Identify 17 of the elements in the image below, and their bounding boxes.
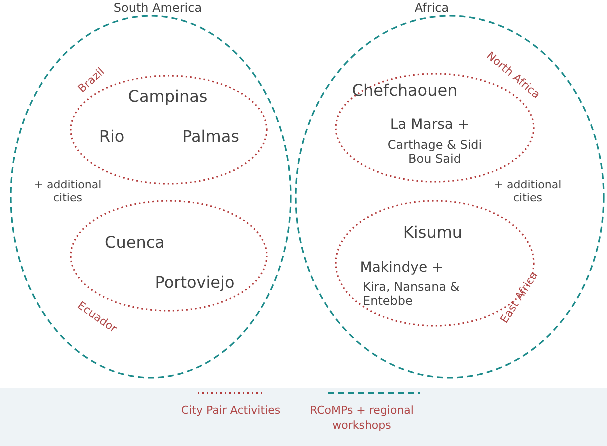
city-name: Campinas [128, 88, 208, 106]
city-name: Palmas [182, 128, 240, 146]
city-name: Kisumu [403, 224, 463, 242]
note-text: + additional cities [33, 179, 103, 205]
region-heading: South America [114, 2, 202, 16]
legend-text: City Pair Activities [180, 404, 282, 419]
city-name: Rio [99, 128, 125, 146]
city-name: Cuenca [105, 234, 165, 252]
city-name: Carthage & Sidi Bou Said [386, 139, 484, 167]
city-name: Makindye + [360, 260, 444, 276]
legend-text: RCoMPs + regional workshops [309, 404, 415, 434]
region-heading: Africa [414, 2, 450, 16]
note-text: + additional cities [493, 179, 563, 205]
city-name: La Marsa + [390, 116, 470, 134]
city-name: Chefchaouen [352, 82, 458, 100]
city-name: Kira, Nansana & Entebbe [363, 281, 461, 309]
city-name: Portoviejo [155, 274, 235, 292]
